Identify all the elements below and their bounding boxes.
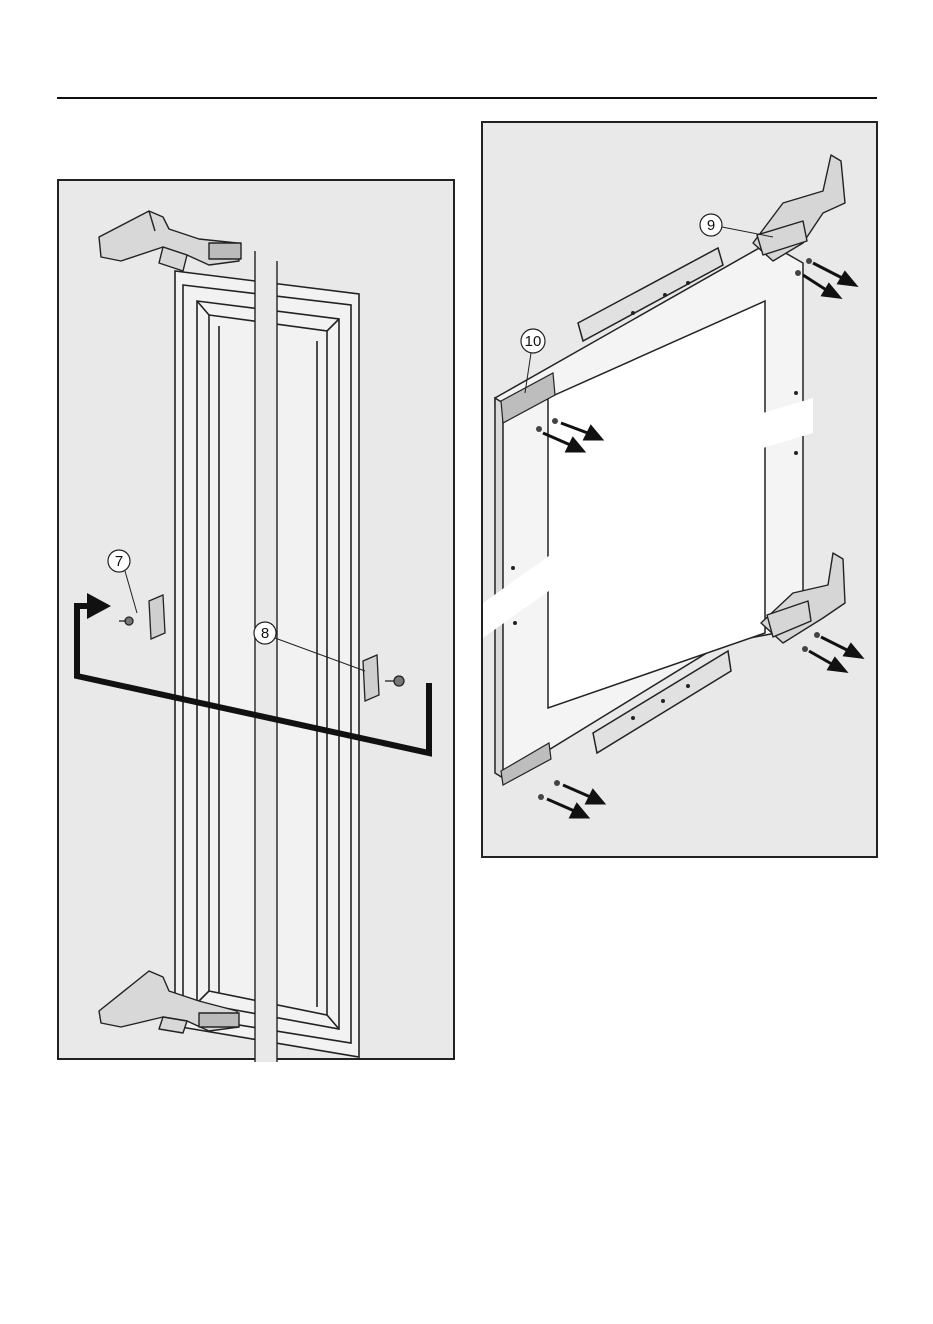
callout-10-label: 10: [525, 333, 542, 350]
header-rule: [57, 97, 877, 99]
door-body: [495, 243, 803, 778]
break-gap-top: [255, 251, 277, 1062]
arrow-head-icon: [87, 593, 111, 619]
door-back-illustration: 9 10: [483, 123, 880, 860]
figure-door-back: 9 10: [481, 121, 878, 858]
top-right-hinge-icon: [753, 155, 845, 261]
callout-7-label: 7: [115, 553, 123, 570]
bracket-part-8: [363, 655, 404, 701]
callout-9-label: 9: [707, 217, 715, 234]
callout-8-label: 8: [261, 625, 269, 642]
top-hinge-icon: [99, 211, 241, 271]
bracket-part-7: [119, 595, 165, 639]
door-panel-illustration: 7 8: [59, 181, 457, 1062]
figure-door-panel: 7 8: [57, 179, 455, 1060]
callout-7: 7: [108, 550, 137, 613]
